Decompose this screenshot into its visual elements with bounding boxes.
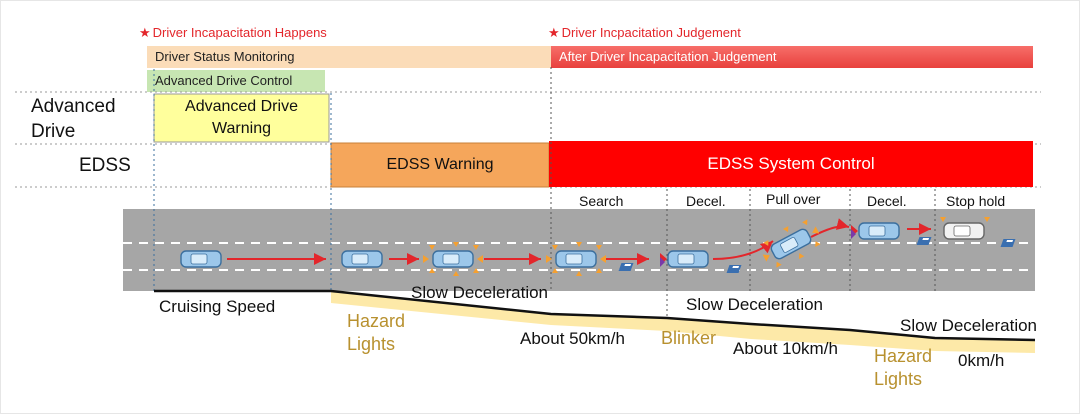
car-icon bbox=[341, 250, 383, 268]
advanced-drive-warning-box bbox=[153, 93, 330, 143]
row-label-edss: EDSS bbox=[79, 155, 131, 176]
phase-search: Search bbox=[579, 193, 624, 209]
phase-decel: Decel. bbox=[867, 193, 907, 209]
after-judgement-bar: After Driver Incapacitation Judgement bbox=[551, 46, 1033, 68]
driver-status-monitoring-label: Driver Status Monitoring bbox=[155, 49, 295, 64]
label-about-10: About 10km/h bbox=[733, 339, 838, 358]
phase-decel: Decel. bbox=[686, 193, 726, 209]
incapacitation-happens-label: ★Driver Incapacitation Happens bbox=[139, 25, 327, 40]
speed-profile-line bbox=[154, 289, 1036, 342]
car-icon bbox=[180, 250, 222, 268]
label-slow-deceleration: Slow Deceleration bbox=[900, 316, 1038, 335]
label-cruising-speed: Cruising Speed bbox=[159, 297, 276, 316]
edss-warning-label: EDSS Warning bbox=[386, 156, 494, 173]
advanced-drive-control-label: Advanced Drive Control bbox=[155, 73, 293, 88]
label-hazard-lights: Hazard Lights bbox=[347, 311, 406, 354]
label-about-50: About 50km/h bbox=[520, 329, 625, 348]
label-slow-deceleration: Slow Deceleration bbox=[411, 283, 549, 302]
incapacitation-judgement-label: ★Driver Incpacitation Judgement bbox=[548, 25, 741, 40]
advanced-drive-control-bar: Advanced Drive Control bbox=[147, 70, 325, 92]
phase-pull-over: Pull over bbox=[766, 191, 821, 207]
edss-system-control-label: EDSS System Control bbox=[707, 154, 875, 173]
trajectory-arrows bbox=[227, 218, 931, 265]
edss-warning-box bbox=[330, 142, 550, 188]
star-icon: ★ bbox=[139, 25, 151, 40]
road bbox=[123, 209, 1035, 291]
label-zero-speed: 0km/h bbox=[958, 351, 1005, 370]
edss-system-control-box bbox=[549, 141, 1033, 187]
label-hazard-lights: Hazard Lights bbox=[874, 346, 933, 389]
label-blinker: Blinker bbox=[661, 328, 717, 348]
phase-stop-hold: Stop hold bbox=[946, 193, 1006, 209]
star-icon: ★ bbox=[548, 25, 560, 40]
speed-band bbox=[331, 292, 1035, 353]
driver-status-monitoring-bar: Driver Status Monitoring bbox=[147, 46, 551, 68]
label-slow-deceleration: Slow Deceleration bbox=[686, 295, 824, 314]
after-judgement-label: After Driver Incapacitation Judgement bbox=[559, 49, 777, 64]
advanced-drive-warning-label: Advanced Drive Warning bbox=[185, 98, 298, 137]
row-label-advanced-drive: Advanced Drive bbox=[31, 96, 116, 142]
